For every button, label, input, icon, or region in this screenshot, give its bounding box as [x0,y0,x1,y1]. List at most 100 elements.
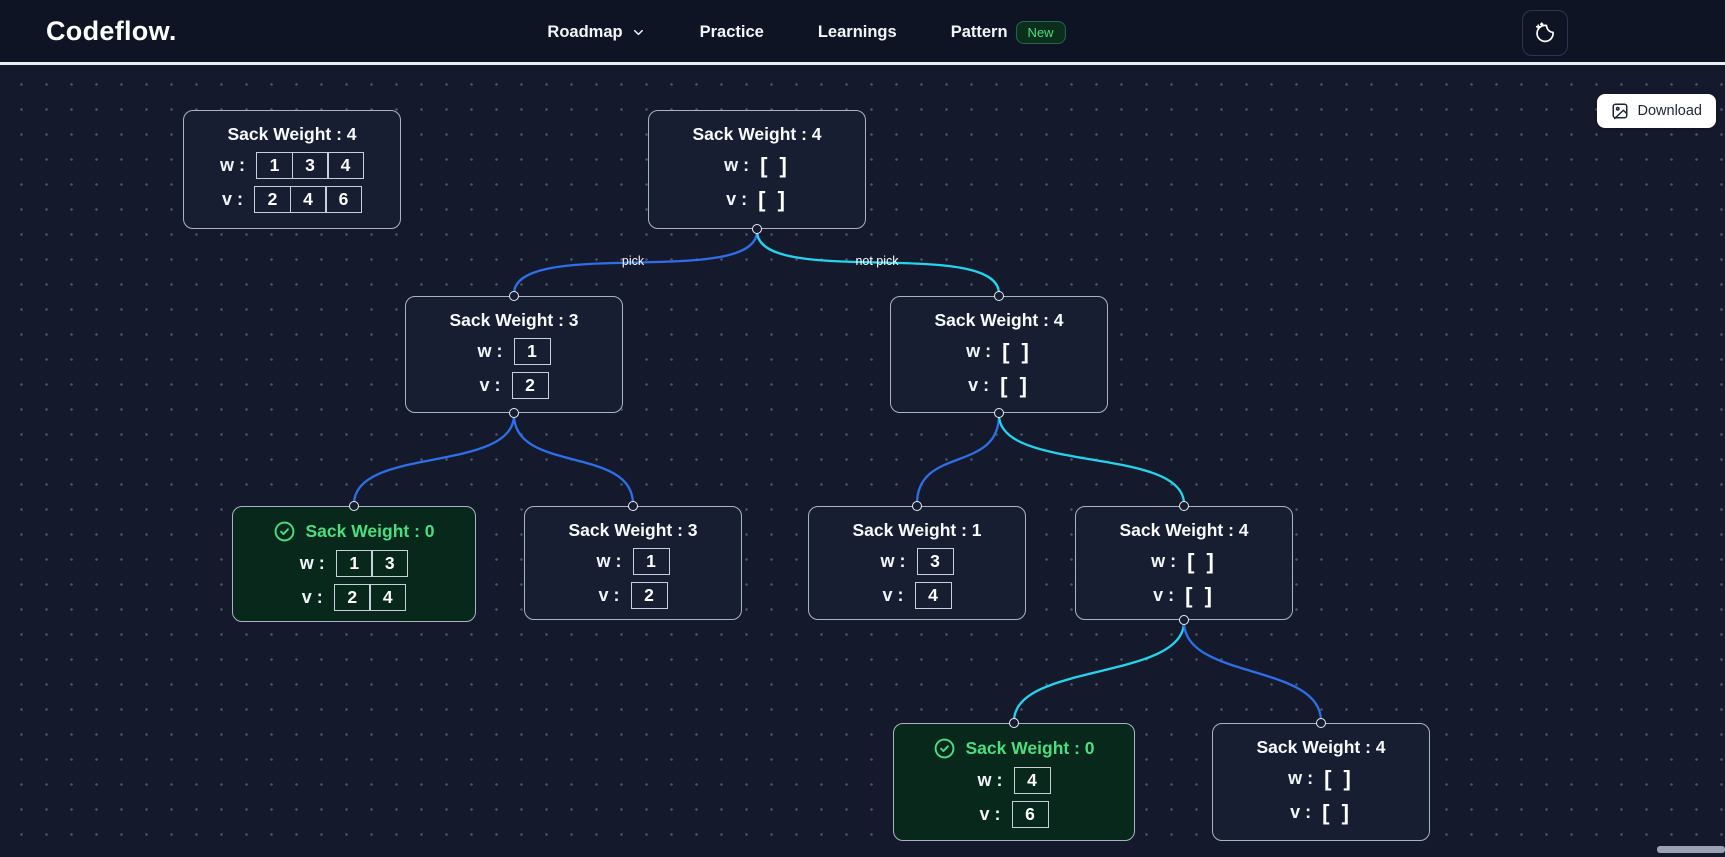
connector-handle-bottom[interactable] [1179,615,1189,625]
array-cell: 1 [632,548,670,575]
nav-menu: Roadmap Practice Learnings Pattern New [547,0,1066,65]
nav-item-learnings[interactable]: Learnings [818,23,897,42]
moon-stars-icon [1535,22,1554,43]
new-badge: New [1015,21,1066,44]
nav-item-label: Pattern [950,23,1008,41]
nav-item-label: Learnings [817,23,897,41]
array-row-w: w : 4 [894,767,1134,794]
empty-array-brackets: [ ] [760,153,790,178]
tree-node[interactable]: Sack Weight : 4 w :[ ] v : [ ] [1075,501,1293,625]
array-row-w: w : 3 [809,548,1025,575]
nav-item-label: Practice [699,23,764,41]
array-cell: 4 [369,584,407,611]
edge-n6-n8 [1182,621,1323,722]
row-label-v: v : [1290,802,1312,822]
nav-item-practice[interactable]: Practice [700,23,764,42]
nav-item-roadmap[interactable]: Roadmap [547,23,645,42]
connector-handle-top[interactable] [912,501,922,511]
array-cell: 2 [333,584,371,611]
theme-toggle-button[interactable] [1522,10,1568,56]
node-title: Sack Weight : 4 [1119,520,1249,540]
connector-handle-top[interactable] [628,501,638,511]
connector-handle-bottom[interactable] [509,408,519,418]
row-label-v: v : [1153,585,1175,605]
row-label-w: w : [299,553,325,573]
edge-label-pick: pick [622,254,645,268]
download-button[interactable]: Download [1596,94,1716,128]
edge-root-n2 [755,230,1001,295]
node-title: Sack Weight : 4 [1256,737,1386,757]
row-label-w: w : [477,341,503,361]
array-row-w: w :[ ] [891,338,1107,365]
array-cell: 1 [335,550,373,577]
array-cell: 6 [325,186,362,213]
array-row-v: v :4 [809,582,1025,609]
app-logo[interactable]: Codeflow. [46,15,177,46]
empty-array-brackets: [ ] [1185,583,1215,608]
array-row-w: w :1 [406,338,622,365]
empty-array-brackets: [ ] [1322,800,1352,825]
array-row-v: v : [ ] [1213,799,1429,826]
node-title: Sack Weight : 4 [227,124,357,144]
empty-array-brackets: [ ] [1324,766,1354,791]
array-row-v: v :2 [406,372,622,399]
row-label-v: v : [479,375,501,395]
array-row-v: v :[ ] [649,186,865,213]
array-cells: 2 [630,582,668,609]
tree-node[interactable]: Sack Weight : 0 w : 4 v :6 [893,718,1135,841]
navbar: Codeflow. Roadmap Practice Learnings Pat… [0,0,1725,65]
array-row-v: v : [ ] [1076,582,1292,609]
node-title: Sack Weight : 0 [233,520,475,543]
array-row-v: v :6 [894,801,1134,828]
row-label-w: w : [596,551,622,571]
horizontal-scrollbar-thumb[interactable] [1657,846,1725,853]
connector-handle-bottom[interactable] [752,224,762,234]
nav-item-pattern[interactable]: Pattern New [951,21,1066,44]
array-cell: 1 [256,152,293,179]
tree-node[interactable]: Sack Weight : 3 w : 1 v : 2 [524,501,742,620]
array-cell: 6 [1011,801,1049,828]
connector-handle-top[interactable] [509,291,519,301]
array-row-w: w :[ ] [1076,548,1292,575]
row-label-v: v : [598,585,620,605]
edge-root-n1 [512,230,759,295]
empty-array-brackets: [ ] [1187,549,1217,574]
node-title: Sack Weight : 3 [568,520,698,540]
edge-label-not-pick: not pick [855,254,899,268]
array-cells: 3 [916,548,954,575]
array-row-v: v : [ ] [891,372,1107,399]
array-row-v: v : 2 [525,582,741,609]
row-label-v: v : [301,587,323,607]
array-cells: 4 [1013,767,1051,794]
connector-handle-top[interactable] [994,291,1004,301]
row-label-v: v : [882,585,904,605]
connector-handle-top[interactable] [1316,718,1326,728]
row-label-w: w : [880,551,906,571]
download-label: Download [1637,103,1703,119]
array-cell: 4 [1013,767,1051,794]
edge-n2-n6 [997,414,1186,505]
connector-handle-top[interactable] [1009,718,1019,728]
row-label-v: v : [968,375,990,395]
check-circle-icon [935,738,955,759]
connector-handle-top[interactable] [349,501,359,511]
connector-handle-bottom[interactable] [994,408,1004,418]
chevron-down-icon [633,29,643,36]
connector-handle-top[interactable] [1179,501,1189,511]
tree-node[interactable]: Sack Weight : 1 w : 3 v :4 [808,501,1026,620]
node-title: Sack Weight : 1 [852,520,982,540]
node-title: Sack Weight : 0 [894,737,1134,760]
empty-array-brackets: [ ] [1000,373,1030,398]
array-cell: 3 [291,152,329,179]
row-label-w: w : [977,770,1003,790]
